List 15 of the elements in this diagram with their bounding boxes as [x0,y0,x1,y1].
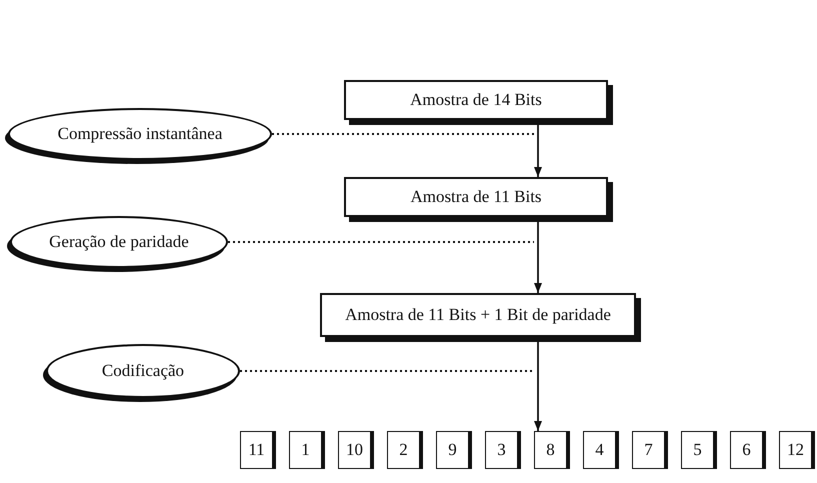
leader-line [272,133,534,135]
leader-line [240,370,534,372]
bit-position-box: 12 [779,431,812,469]
leader-line [228,241,534,243]
bit-position-box: 7 [632,431,665,469]
bit-position-box: 8 [534,431,567,469]
bit-position-box: 2 [387,431,420,469]
bit-position-box: 10 [338,431,371,469]
bit-position-box: 4 [583,431,616,469]
bit-position-box: 5 [681,431,714,469]
bit-position-box: 6 [730,431,763,469]
bit-position-box: 11 [240,431,273,469]
bit-position-box: 9 [436,431,469,469]
bit-position-box: 3 [485,431,518,469]
bit-position-box: 1 [289,431,322,469]
